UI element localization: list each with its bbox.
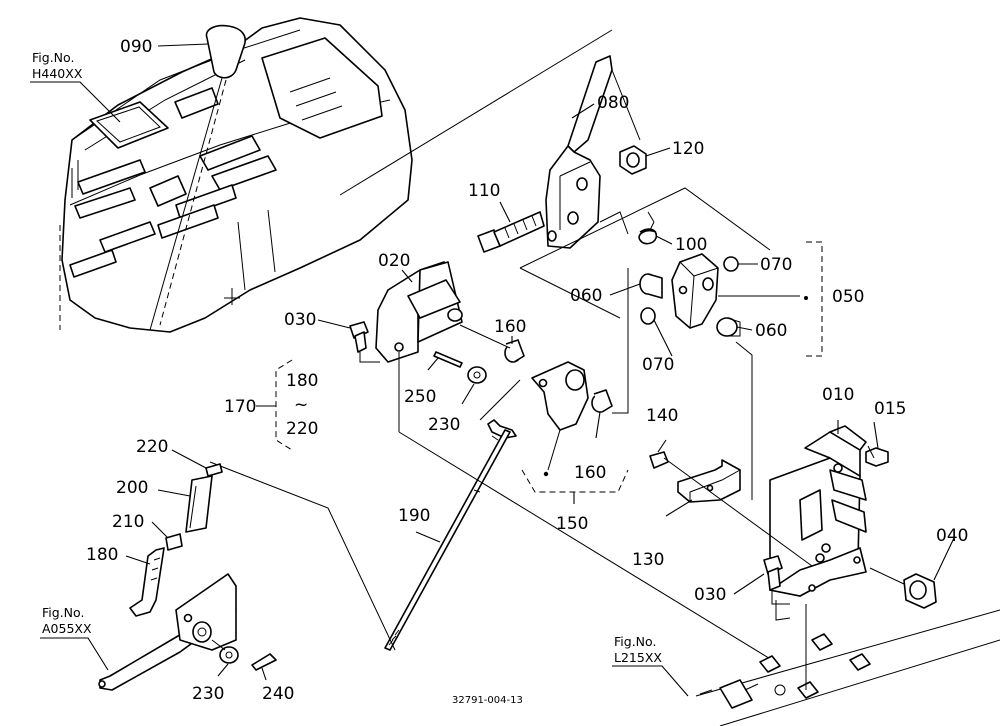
callout-240: 240 bbox=[262, 684, 294, 704]
fig-ref-label: Fig.No. bbox=[42, 605, 84, 620]
fig-ref-number: L215XX bbox=[614, 650, 662, 665]
callout-070-upper: 070 bbox=[760, 255, 792, 275]
callout-230-upper: 230 bbox=[428, 415, 460, 435]
callout-010: 010 bbox=[822, 385, 854, 405]
fig-ref-number: A055XX bbox=[42, 621, 92, 636]
callout-130: 130 bbox=[632, 550, 664, 570]
hand-lever-assembly bbox=[477, 55, 823, 500]
callout-230-lower: 230 bbox=[192, 684, 224, 704]
callout-090: 090 bbox=[120, 37, 152, 57]
callout-020: 020 bbox=[378, 251, 410, 271]
callout-250: 250 bbox=[404, 387, 436, 407]
callout-070-lower: 070 bbox=[642, 355, 674, 375]
callout-110: 110 bbox=[468, 181, 500, 201]
drawing-code: 32791-004-13 bbox=[452, 695, 523, 706]
fig-ref-h440xx: Fig.No. H440XX bbox=[30, 50, 121, 123]
callout-100: 100 bbox=[675, 235, 707, 255]
callout-030-left: 030 bbox=[284, 310, 316, 330]
fig-ref-number: H440XX bbox=[32, 66, 83, 81]
callout-labels: 090 080 120 110 100 070 050 060 060 070 … bbox=[86, 37, 968, 704]
callout-220-range-end: 220 bbox=[286, 419, 318, 439]
lower-frame bbox=[695, 600, 1000, 726]
callout-160-upper: 160 bbox=[494, 317, 526, 337]
main-bracket bbox=[398, 425, 937, 661]
callout-080: 080 bbox=[597, 93, 629, 113]
callout-210: 210 bbox=[112, 512, 144, 532]
callout-050: 050 bbox=[832, 287, 864, 307]
callout-200: 200 bbox=[116, 478, 148, 498]
pivot-bracket bbox=[349, 261, 525, 432]
callout-120: 120 bbox=[672, 139, 704, 159]
callout-170: 170 bbox=[224, 397, 256, 417]
dashboard-console bbox=[59, 17, 613, 333]
callout-range-tilde: ~ bbox=[294, 395, 308, 415]
callout-060-right: 060 bbox=[755, 321, 787, 341]
fig-ref-l215xx: Fig.No. L215XX bbox=[612, 634, 689, 697]
fig-ref-label: Fig.No. bbox=[614, 634, 656, 649]
fig-ref-a055xx: Fig.No. A055XX bbox=[40, 605, 109, 671]
callout-030-right: 030 bbox=[694, 585, 726, 605]
callout-140: 140 bbox=[646, 406, 678, 426]
callout-180: 180 bbox=[86, 545, 118, 565]
callout-220: 220 bbox=[136, 437, 168, 457]
callout-190: 190 bbox=[398, 506, 430, 526]
callout-040: 040 bbox=[936, 526, 968, 546]
callout-160-lower: 160 bbox=[574, 463, 606, 483]
callout-leaders bbox=[125, 43, 955, 681]
lever-arm-assembly bbox=[209, 361, 629, 651]
callout-180-range-start: 180 bbox=[286, 371, 318, 391]
callout-060-left: 060 bbox=[570, 286, 602, 306]
pedal-linkage bbox=[98, 463, 277, 691]
callout-015: 015 bbox=[874, 399, 906, 419]
callout-150: 150 bbox=[556, 514, 588, 534]
fig-ref-label: Fig.No. bbox=[32, 50, 74, 65]
